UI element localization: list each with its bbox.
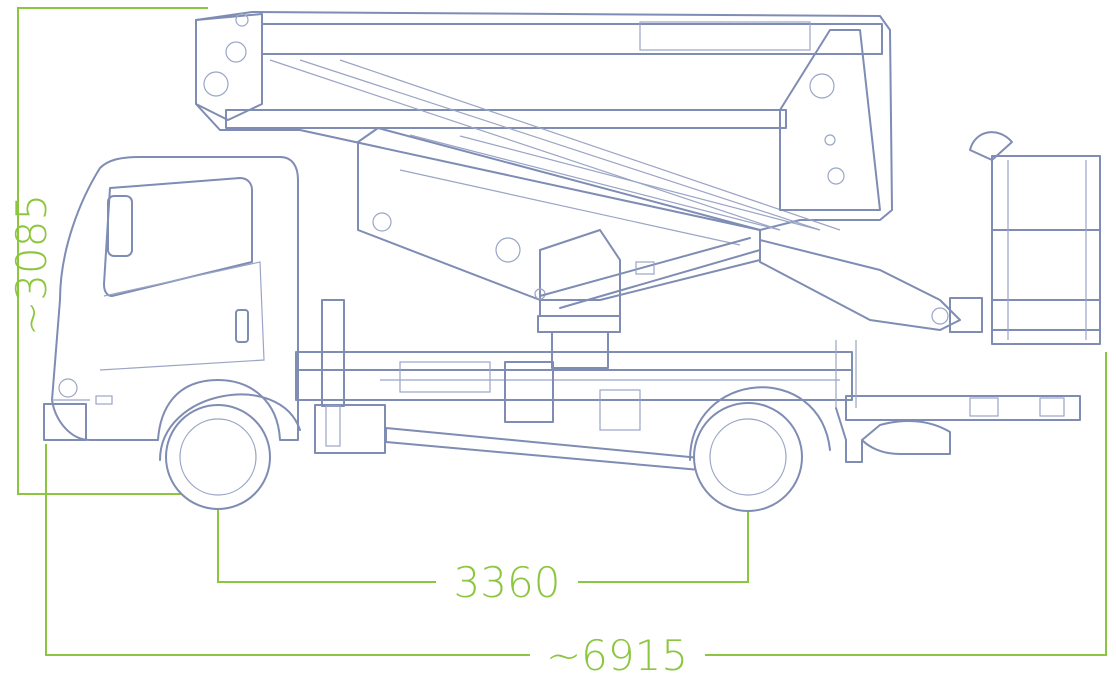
turntable bbox=[537, 229, 621, 369]
truck-drawing bbox=[43, 11, 1101, 512]
height-dimension bbox=[17, 7, 208, 495]
wheelbase-dimension-label: 3360 bbox=[454, 558, 561, 607]
truck-cab bbox=[43, 156, 299, 441]
front-wheel bbox=[159, 393, 301, 510]
height-dimension-label: ~3085 bbox=[7, 194, 56, 336]
chassis-frame bbox=[295, 299, 1081, 471]
upper-boom bbox=[195, 11, 893, 231]
lower-boom bbox=[357, 127, 761, 309]
length-dimension bbox=[45, 352, 1107, 656]
length-dimension-label: ~6915 bbox=[546, 631, 688, 673]
rear-wheel bbox=[689, 386, 831, 512]
work-basket bbox=[969, 131, 1101, 345]
jib-arm bbox=[759, 239, 983, 333]
